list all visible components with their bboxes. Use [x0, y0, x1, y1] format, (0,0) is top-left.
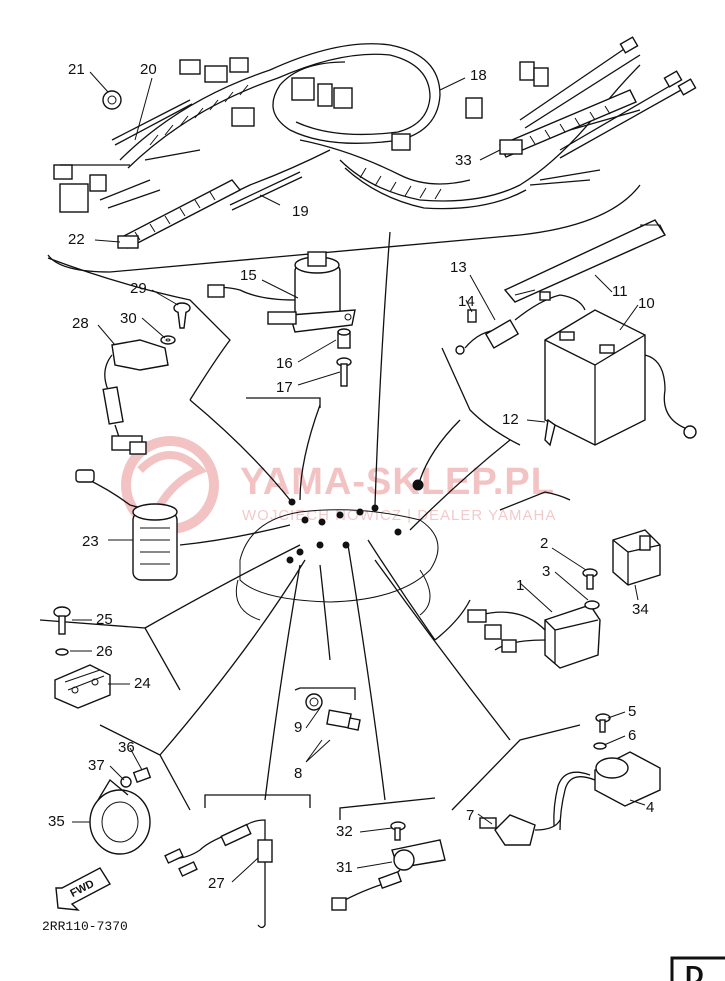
part-labels: 21 20 18 19 22 33 29 30 28 15 16 17 13 1… [48, 61, 655, 892]
part-29-screw [173, 302, 191, 329]
label-36: 36 [118, 739, 135, 756]
part-25-bolt [53, 606, 71, 635]
label-23: 23 [82, 533, 99, 550]
part-4-coil [553, 751, 661, 831]
corner-section-marker: D [670, 956, 725, 981]
fwd-arrow-icon: FWD [55, 867, 111, 911]
label-32: 32 [336, 823, 353, 840]
part-23-grip [75, 469, 178, 581]
harness-section-border [47, 184, 641, 273]
part-15-relay [207, 251, 356, 333]
label-9: 9 [294, 719, 302, 736]
part-27-lead [164, 819, 273, 929]
label-19: 19 [292, 203, 309, 220]
part-5-screw [595, 713, 611, 733]
label-13: 13 [450, 259, 467, 276]
part-1-cdi-unit [467, 604, 601, 669]
label-22: 22 [68, 231, 85, 248]
part-35-horn [89, 779, 151, 855]
part-31-brake-switch [331, 839, 446, 911]
part-32-screw [390, 821, 406, 841]
label-12: 12 [502, 411, 519, 428]
label-27: 27 [208, 875, 225, 892]
part-12-band [544, 418, 556, 447]
part-28-sensor [102, 339, 169, 455]
part-2-bolt [582, 568, 598, 590]
label-20: 20 [140, 61, 157, 78]
label-30: 30 [120, 310, 137, 327]
label-29: 29 [130, 280, 147, 297]
part-11-strap [503, 219, 667, 303]
part-24-regulator [54, 664, 111, 709]
part-7-plug-cap [479, 814, 561, 846]
drawing-code: 2RR110-7370 [42, 919, 128, 934]
label-1: 1 [516, 577, 524, 594]
label-37: 37 [88, 757, 105, 774]
corner-letter: D [685, 960, 704, 981]
part-26-washer [55, 648, 69, 656]
label-11: 11 [612, 283, 628, 300]
label-31: 31 [336, 859, 353, 876]
part-3-washer [584, 600, 600, 610]
part-6-washer [593, 742, 607, 750]
label-28: 28 [72, 315, 89, 332]
label-7: 7 [466, 807, 474, 824]
label-24: 24 [134, 675, 151, 692]
part-8-switch [326, 709, 361, 731]
part-30-washer [160, 335, 176, 345]
label-14: 14 [458, 293, 475, 310]
part-14-fuse [467, 309, 477, 323]
label-3: 3 [542, 563, 550, 580]
watermark-logo-swirl [137, 451, 208, 508]
label-5: 5 [628, 703, 636, 720]
label-8: 8 [294, 765, 302, 782]
label-4: 4 [646, 799, 654, 816]
label-26: 26 [96, 643, 113, 660]
label-17: 17 [276, 379, 293, 396]
wire-harness [53, 36, 697, 249]
label-2: 2 [540, 535, 548, 552]
label-18: 18 [470, 67, 487, 84]
part-16-collar [337, 328, 351, 349]
label-21: 21 [68, 61, 85, 78]
part-17-bolt [336, 357, 352, 387]
part-13-fuse-holder [455, 291, 586, 355]
label-15: 15 [240, 267, 257, 284]
part-9-gasket [305, 693, 323, 711]
part-10-battery [544, 309, 697, 446]
leader-lines [39, 231, 581, 820]
label-34: 34 [632, 601, 649, 618]
part-36-bolt [132, 767, 152, 783]
label-33: 33 [455, 152, 472, 169]
label-10: 10 [638, 295, 655, 312]
label-35: 35 [48, 813, 65, 830]
watermark-brand: YAMA-SKLEP.PL [240, 461, 555, 503]
label-25: 25 [96, 611, 113, 628]
label-16: 16 [276, 355, 293, 372]
part-34-relay [612, 529, 661, 586]
label-6: 6 [628, 727, 636, 744]
label-leaders [70, 71, 646, 883]
